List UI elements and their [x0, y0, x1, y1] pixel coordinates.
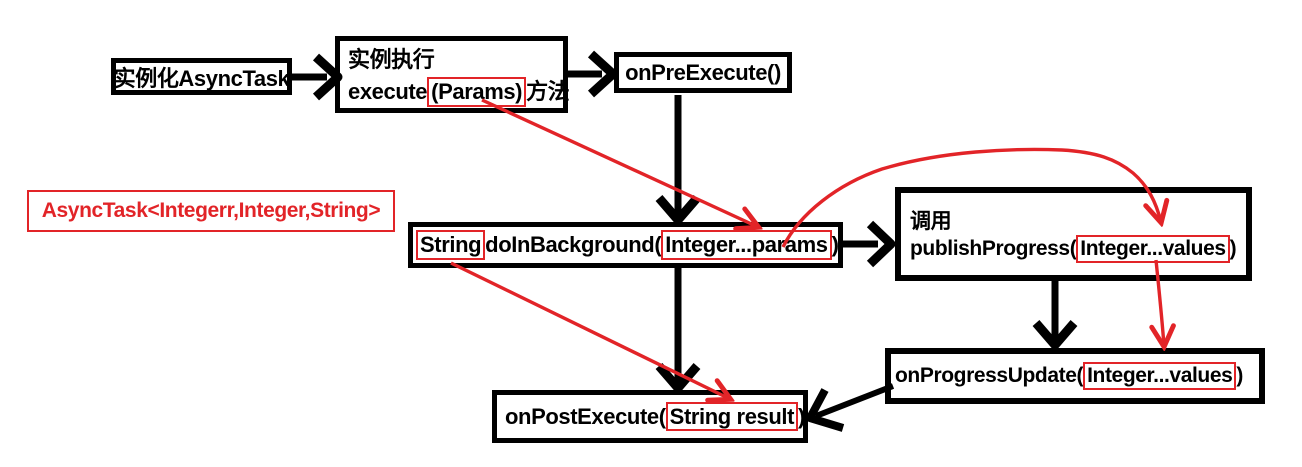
- arrow-onpreexecute-to-doinbackground: [655, 95, 701, 225]
- do-in-background-close-paren: ): [831, 232, 839, 257]
- arrow-execute-to-onpreexecute: [567, 50, 618, 98]
- on-progress-update-close-paren: ): [1236, 364, 1244, 387]
- publish-progress-text: publishProgress(: [910, 236, 1077, 260]
- publish-progress-close-paren: ): [1229, 236, 1237, 260]
- node-publish-progress: 调用 publishProgress(Integer...values): [895, 187, 1252, 281]
- on-post-execute-text: onPostExecute(: [505, 403, 666, 429]
- asynctask-generic-signature-text: AsyncTask<Integerr,Integer,String>: [41, 199, 381, 222]
- on-post-execute-close-paren: ): [798, 403, 805, 429]
- red-highlight-publish-values: Integer...values: [1076, 234, 1230, 264]
- red-highlight-params: (Params): [427, 77, 527, 107]
- red-highlight-string-result: String result: [665, 401, 799, 432]
- publish-progress-line2: publishProgress(Integer...values): [910, 234, 1237, 264]
- arrow-publishprogress-to-onprogressupdate: [1032, 281, 1078, 350]
- red-highlight-update-values: Integer...values: [1083, 361, 1237, 391]
- arrow-doinbackground-to-onpostexecute: [655, 268, 701, 393]
- node-on-post-execute: onPostExecute(String result): [492, 390, 808, 443]
- node-on-progress-update: onProgressUpdate(Integer...values): [885, 348, 1265, 404]
- red-arrow-params-to-integer-params: [481, 98, 758, 227]
- node-instantiate-asynctask: 实例化AsyncTask: [111, 58, 292, 95]
- node-do-in-background: String doInBackground(Integer...params): [408, 222, 843, 268]
- execute-suffix-text: 方法: [526, 79, 570, 105]
- node-on-pre-execute: onPreExecute(): [614, 52, 792, 93]
- publish-progress-line1: 调用: [910, 209, 952, 233]
- red-arrow-string-to-string-result: [450, 261, 730, 399]
- asynctask-generic-signature-label: AsyncTask<Integerr,Integer,String>: [27, 190, 395, 232]
- red-highlight-return-string: String: [416, 230, 486, 260]
- node-execute-line1: 实例执行: [348, 47, 435, 73]
- node-instantiate-label: 实例化AsyncTask: [113, 65, 290, 91]
- arrow-doinbackground-to-publishprogress: [843, 220, 896, 268]
- arrow-instantiate-to-execute: [292, 53, 343, 101]
- red-highlight-integer-params: Integer...params: [661, 230, 832, 260]
- on-progress-update-text: onProgressUpdate(: [895, 364, 1084, 387]
- on-pre-execute-label: onPreExecute(): [625, 59, 781, 85]
- node-execute-method: 实例执行 execute(Params)方法: [335, 36, 570, 113]
- node-execute-line2: execute(Params)方法: [348, 74, 570, 107]
- do-in-background-text: doInBackground(: [485, 232, 662, 257]
- arrow-onprogressupdate-to-onpostexecute: [806, 383, 895, 432]
- execute-text: execute: [348, 79, 428, 105]
